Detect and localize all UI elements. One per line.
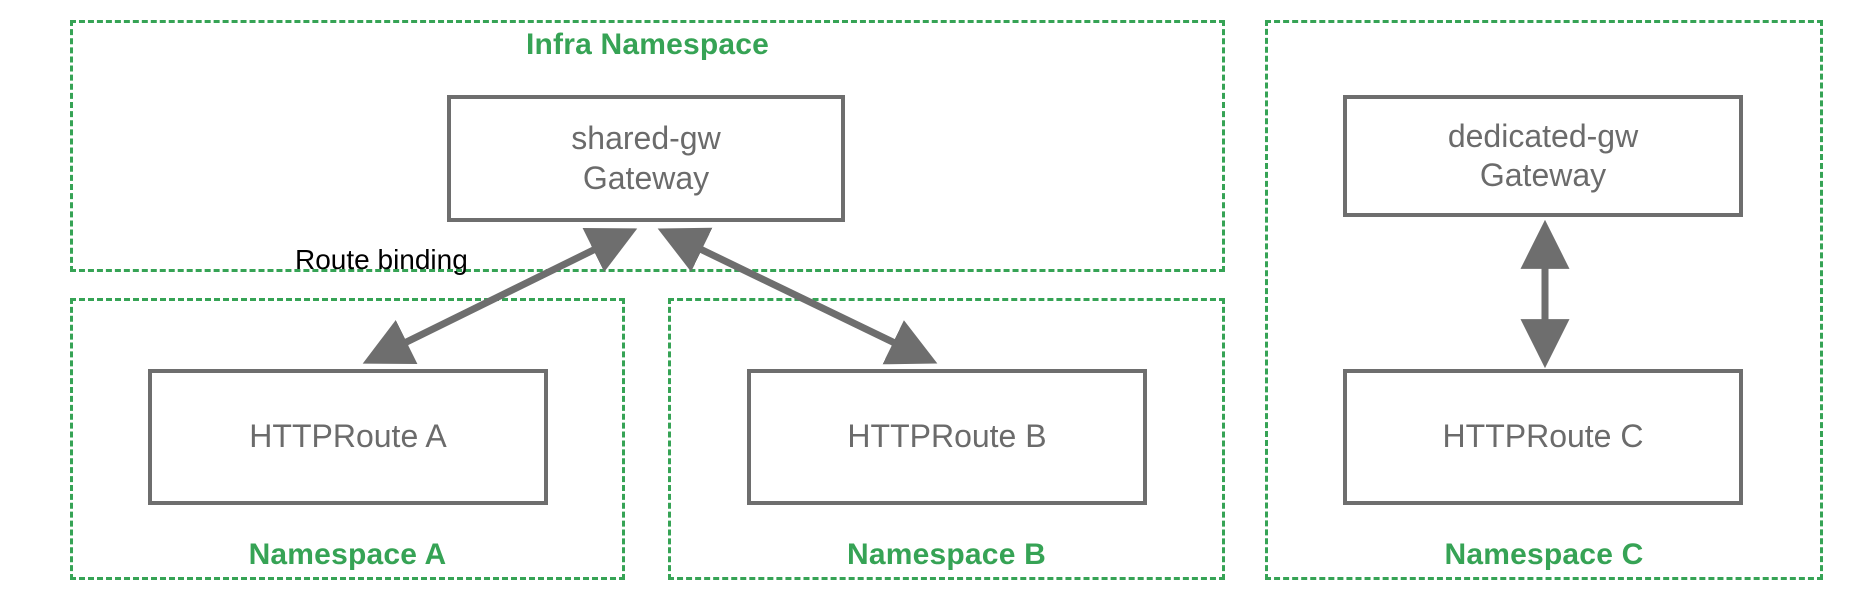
- namespace-label-b: Namespace B: [847, 538, 1046, 571]
- namespace-label-a: Namespace A: [248, 538, 447, 571]
- node-dedicated-gw-line1: dedicated-gw: [1447, 117, 1639, 154]
- namespace-container-infra: [70, 20, 1225, 272]
- namespace-container-a: [70, 298, 625, 580]
- node-httproute-a-label: HTTPRoute A: [249, 418, 447, 455]
- node-httproute-b-label: HTTPRoute B: [847, 418, 1047, 455]
- node-httproute-c[interactable]: HTTPRoute C: [1343, 369, 1743, 505]
- namespace-label-infra: Infra Namespace: [525, 28, 770, 61]
- node-httproute-c-label: HTTPRoute C: [1442, 418, 1644, 455]
- namespace-container-c: [1265, 20, 1823, 580]
- node-shared-gw-gateway[interactable]: shared-gw Gateway: [447, 95, 845, 222]
- node-httproute-a[interactable]: HTTPRoute A: [148, 369, 548, 505]
- namespace-label-c: Namespace C: [1444, 538, 1644, 571]
- node-shared-gw-line1: shared-gw: [571, 120, 721, 157]
- node-shared-gw-line2: Gateway: [582, 159, 710, 196]
- edge-label-route-binding: Route binding: [295, 244, 468, 275]
- namespace-container-b: [668, 298, 1225, 580]
- node-httproute-b[interactable]: HTTPRoute B: [747, 369, 1147, 505]
- node-dedicated-gw-gateway[interactable]: dedicated-gw Gateway: [1343, 95, 1743, 217]
- node-dedicated-gw-line2: Gateway: [1479, 157, 1607, 193]
